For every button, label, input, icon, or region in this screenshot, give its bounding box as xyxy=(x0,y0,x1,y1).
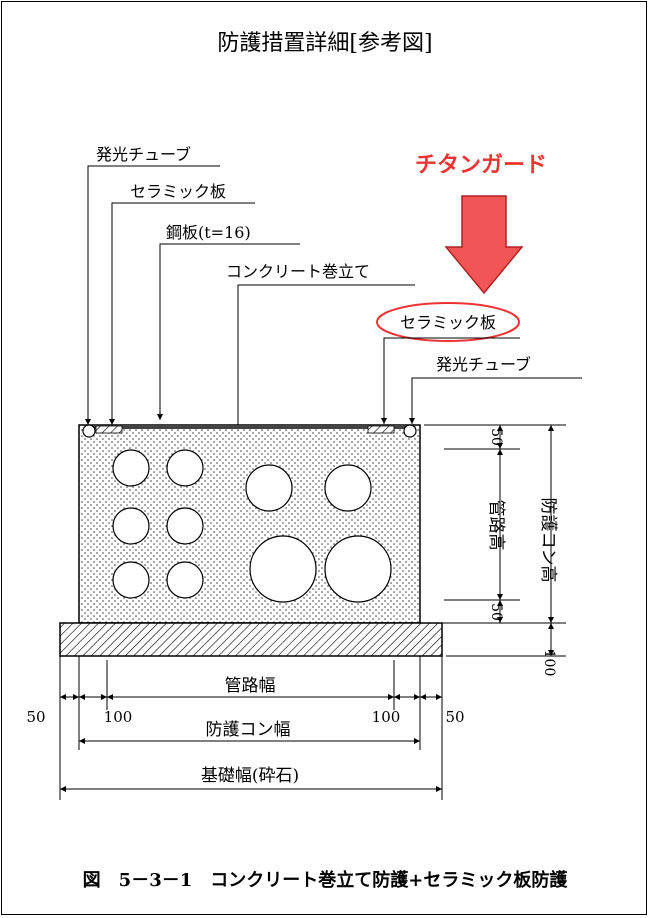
label-ceramic-plate-right: セラミック板 xyxy=(400,313,496,332)
horizontal-dimension-lines xyxy=(59,656,443,800)
dim-left-50: 50 xyxy=(26,708,45,726)
pipe xyxy=(166,561,204,599)
leader-luminous-tube-right xyxy=(409,377,582,424)
dim-pipe-width: 管路幅 xyxy=(225,676,276,696)
label-concrete: コンクリート巻立て xyxy=(226,262,370,281)
page-title: 防護措置詳細[参考図] xyxy=(217,31,432,56)
leader-luminous-tube-left xyxy=(85,165,220,425)
pipe xyxy=(112,561,150,599)
label-ceramic-plate-left: セラミック板 xyxy=(130,182,226,201)
luminous-tube-left xyxy=(82,424,96,438)
pipe xyxy=(112,449,150,487)
pipe xyxy=(324,535,392,603)
pipe xyxy=(324,464,372,512)
dim-pipe-height: 管路高 xyxy=(486,500,506,551)
label-titanium-guard: チタンガード xyxy=(415,153,547,178)
ceramic-plate-right xyxy=(367,425,395,434)
dim-left-100: 100 xyxy=(104,708,133,726)
label-luminous-tube-right: 発光チューブ xyxy=(436,355,531,374)
pipe xyxy=(166,449,204,487)
dim-protection-width: 防護コン幅 xyxy=(206,720,291,740)
vertical-dimension-lines xyxy=(424,424,566,657)
dim-right-100: 100 xyxy=(372,708,401,726)
label-steel-plate: 鋼板(t=16) xyxy=(166,223,251,242)
pipe xyxy=(112,507,150,545)
leader-ceramic-plate-right xyxy=(381,337,520,424)
dim-protection-height: 防護コン高 xyxy=(538,498,558,583)
label-luminous-tube-left: 発光チューブ xyxy=(96,145,191,164)
dim-foundation-100: 100 xyxy=(541,650,557,677)
pipe xyxy=(249,535,317,603)
leader-concrete xyxy=(235,284,415,455)
luminous-tube-right xyxy=(403,424,417,438)
ceramic-plate-left xyxy=(95,425,123,434)
dim-top-50: 50 xyxy=(488,428,504,446)
leader-steel-plate xyxy=(157,243,300,420)
highlight-ellipse xyxy=(376,302,520,342)
steel-plate xyxy=(88,425,412,429)
pipe xyxy=(166,507,204,545)
figure-caption: 図 5－3－1 コンクリート巻立て防護+セラミック板防護 xyxy=(83,869,569,891)
leader-ceramic-plate-left xyxy=(109,202,255,425)
dim-right-50: 50 xyxy=(445,708,464,726)
pipe xyxy=(245,464,293,512)
foundation-gravel xyxy=(59,622,443,657)
down-arrow-icon xyxy=(444,195,524,295)
dim-bottom-50: 50 xyxy=(488,603,504,621)
dim-foundation-width: 基礎幅(砕石) xyxy=(201,766,299,786)
